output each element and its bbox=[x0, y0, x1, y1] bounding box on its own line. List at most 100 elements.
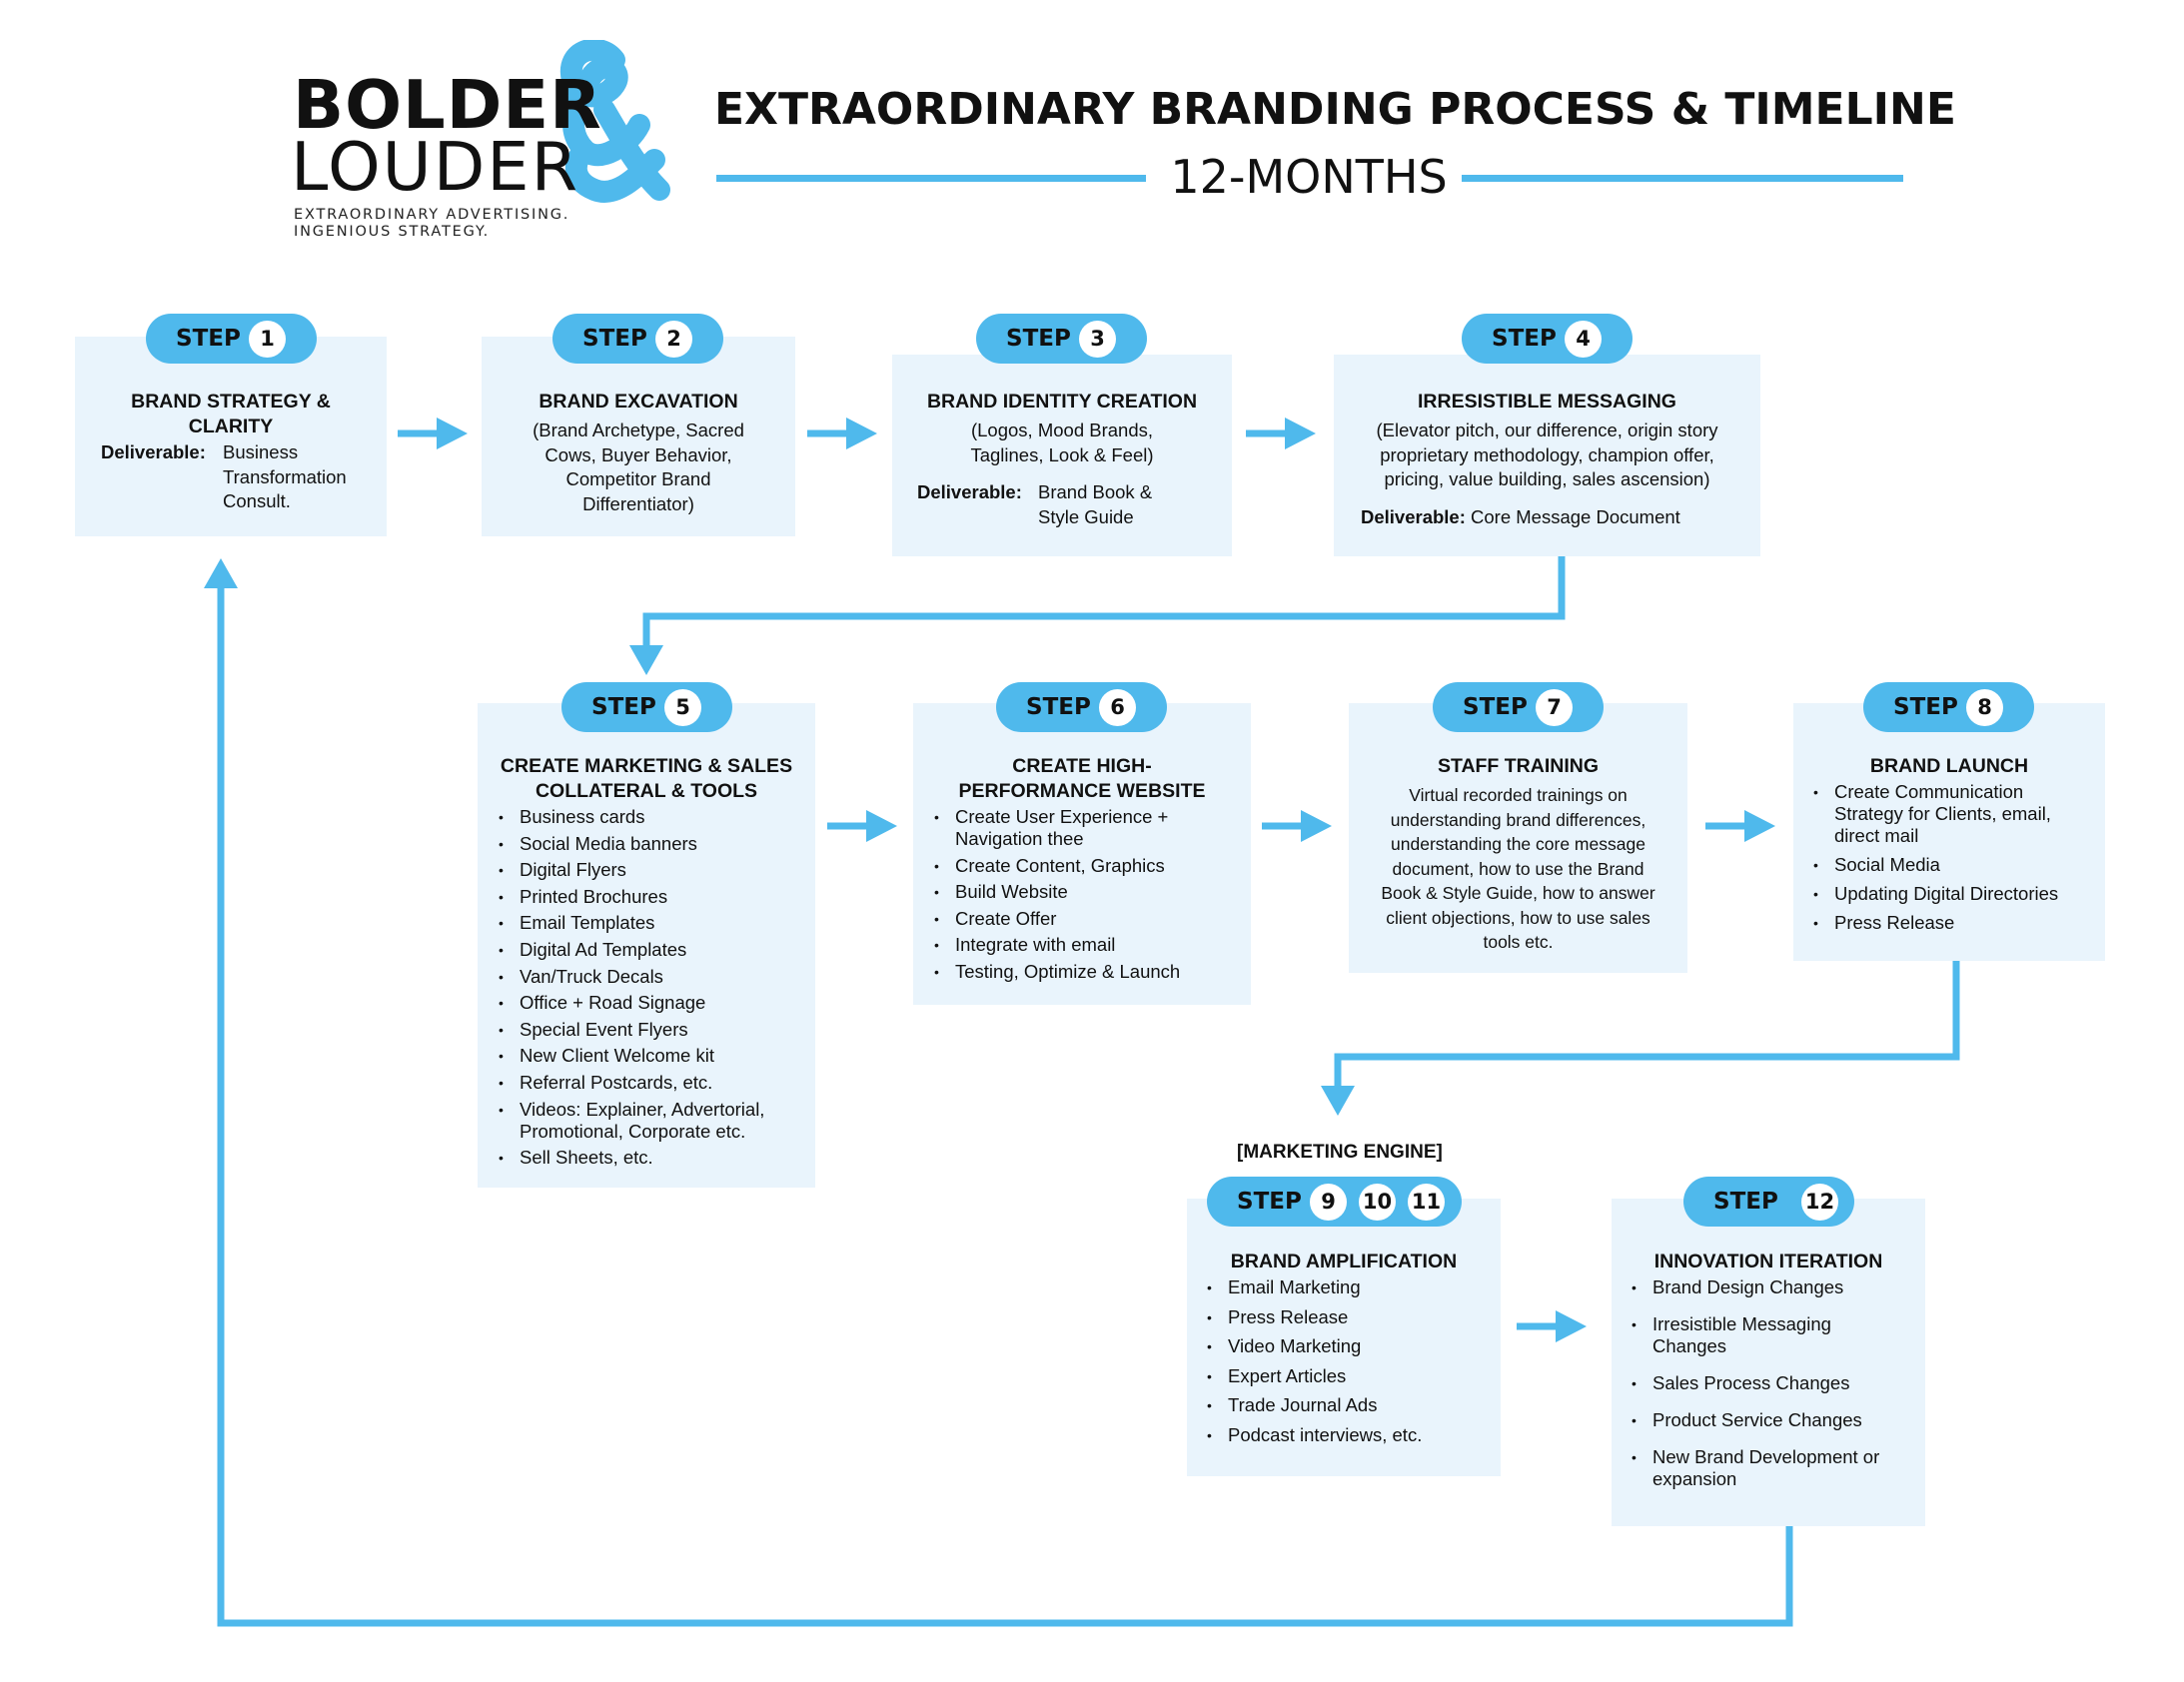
title-rule-left bbox=[716, 175, 1146, 182]
step-label: STEP bbox=[1713, 1189, 1778, 1215]
arrow-3-4 bbox=[1246, 418, 1316, 449]
list-item: Email Marketing bbox=[1203, 1276, 1501, 1298]
arrow-7-8 bbox=[1705, 810, 1775, 842]
list-item: Integrate with email bbox=[930, 934, 1211, 956]
list-item: Brand Design Changes bbox=[1628, 1276, 1895, 1298]
deliverable-label: Deliverable: bbox=[917, 481, 1022, 502]
step-1-card: BRAND STRATEGY & CLARITY Deliverable: Bu… bbox=[75, 337, 387, 536]
step-8-title: BRAND LAUNCH bbox=[1869, 755, 2029, 777]
logo-wordmark-bottom: LOUDER bbox=[291, 128, 580, 206]
step-label: STEP bbox=[582, 326, 647, 352]
step-1-title: BRAND STRATEGY & CLARITY bbox=[131, 391, 331, 437]
step-4-title: IRRESISTIBLE MESSAGING bbox=[1418, 391, 1676, 413]
step-6-card: CREATE HIGH-PERFORMANCE WEBSITE Create U… bbox=[913, 703, 1251, 1005]
deliverable-label: Deliverable: bbox=[101, 441, 206, 462]
arrow-5-6 bbox=[827, 810, 897, 842]
logo-tagline-line2: INGENIOUS STRATEGY. bbox=[294, 224, 491, 240]
step-7-badge: STEP 7 bbox=[1433, 682, 1604, 732]
step-label: STEP bbox=[1893, 694, 1958, 720]
list-item: Create User Experience + Navigation thee bbox=[930, 806, 1211, 850]
marketing-engine-label: [MARKETING ENGINE] bbox=[1237, 1142, 1443, 1163]
step-7-card: STAFF TRAINING Virtual recorded training… bbox=[1349, 703, 1687, 973]
step-3-text: (Logos, Mood Brands, Taglines, Look & Fe… bbox=[970, 420, 1154, 465]
step-7-text: Virtual recorded trainings on understand… bbox=[1381, 785, 1655, 952]
step-2-text: (Brand Archetype, Sacred Cows, Buyer Beh… bbox=[533, 420, 744, 514]
list-item: Create Offer bbox=[930, 908, 1211, 930]
step-12-badge: STEP 12 bbox=[1683, 1177, 1854, 1227]
list-item: Digital Flyers bbox=[495, 859, 815, 881]
step-label: STEP bbox=[1463, 694, 1528, 720]
step-4-deliverable-value: Core Message Document bbox=[1471, 505, 1680, 527]
loop-back-connector bbox=[204, 558, 1793, 1627]
step-label: STEP bbox=[176, 326, 241, 352]
step-4-badge: STEP 4 bbox=[1462, 314, 1633, 364]
step-9-11-card: BRAND AMPLIFICATION Email Marketing Pres… bbox=[1187, 1199, 1501, 1476]
step-9-11-title: BRAND AMPLIFICATION bbox=[1230, 1251, 1458, 1272]
connector-8-9 bbox=[1321, 961, 1960, 1116]
step-8-badge: STEP 8 bbox=[1863, 682, 2034, 732]
step-label: STEP bbox=[1006, 326, 1071, 352]
step-number: 4 bbox=[1565, 321, 1602, 358]
step-5-list: Business cards Social Media banners Digi… bbox=[478, 806, 815, 1169]
step-2-badge: STEP 2 bbox=[552, 314, 723, 364]
list-item: Van/Truck Decals bbox=[495, 966, 815, 988]
arrow-2-3 bbox=[807, 418, 877, 449]
step-number: 10 bbox=[1359, 1184, 1396, 1221]
step-8-card: BRAND LAUNCH Create Communication Strate… bbox=[1793, 703, 2105, 961]
list-item: Product Service Changes bbox=[1628, 1409, 1895, 1431]
step-4-card: IRRESISTIBLE MESSAGING (Elevator pitch, … bbox=[1334, 355, 1760, 556]
page-title: EXTRAORDINARY BRANDING PROCESS & TIMELIN… bbox=[714, 84, 1956, 135]
list-item: Special Event Flyers bbox=[495, 1019, 815, 1041]
list-item: Build Website bbox=[930, 881, 1211, 903]
list-item: New Client Welcome kit bbox=[495, 1045, 815, 1067]
step-9-11-badge: STEP 9 10 11 bbox=[1207, 1177, 1462, 1227]
step-5-card: CREATE MARKETING & SALES COLLATERAL & TO… bbox=[478, 703, 815, 1188]
list-item: Podcast interviews, etc. bbox=[1203, 1424, 1501, 1446]
step-number: 11 bbox=[1408, 1184, 1445, 1221]
step-number: 12 bbox=[1801, 1184, 1838, 1221]
step-2-card: BRAND EXCAVATION (Brand Archetype, Sacre… bbox=[482, 337, 795, 536]
list-item: Testing, Optimize & Launch bbox=[930, 961, 1211, 983]
step-3-deliverable-value: Brand Book & Style Guide bbox=[1038, 481, 1153, 527]
step-number: 8 bbox=[1966, 689, 2003, 726]
list-item: Expert Articles bbox=[1203, 1365, 1501, 1387]
step-3-card: BRAND IDENTITY CREATION (Logos, Mood Bra… bbox=[892, 355, 1232, 556]
list-item: Press Release bbox=[1203, 1306, 1501, 1328]
step-7-title: STAFF TRAINING bbox=[1437, 755, 1600, 777]
arrow-11-12 bbox=[1517, 1310, 1587, 1342]
step-1-deliverable-value: Business Transformation Consult. bbox=[223, 441, 347, 511]
step-number: 1 bbox=[249, 321, 286, 358]
step-label: STEP bbox=[591, 694, 656, 720]
step-number: 6 bbox=[1099, 689, 1136, 726]
logo-tagline: EXTRAORDINARY ADVERTISING. INGENIOUS STR… bbox=[294, 207, 569, 241]
list-item: Trade Journal Ads bbox=[1203, 1394, 1501, 1416]
list-item: Video Marketing bbox=[1203, 1335, 1501, 1357]
list-item: Digital Ad Templates bbox=[495, 939, 815, 961]
step-6-title: CREATE HIGH-PERFORMANCE WEBSITE bbox=[958, 755, 1206, 802]
list-item: Irresistible Messaging Changes bbox=[1628, 1313, 1895, 1357]
arrow-1-2 bbox=[398, 418, 468, 449]
list-item: Referral Postcards, etc. bbox=[495, 1072, 815, 1094]
step-9-11-list: Email Marketing Press Release Video Mark… bbox=[1187, 1276, 1501, 1446]
step-label: STEP bbox=[1026, 694, 1091, 720]
list-item: Sell Sheets, etc. bbox=[495, 1147, 815, 1169]
step-1-deliverable: Deliverable: Business Transformation Con… bbox=[75, 440, 387, 511]
list-item: Create Communication Strategy for Client… bbox=[1809, 781, 2091, 847]
step-12-title: INNOVATION ITERATION bbox=[1653, 1251, 1883, 1272]
page-subtitle: 12-MONTHS bbox=[1170, 150, 1448, 204]
list-item: Business cards bbox=[495, 806, 815, 828]
logo-wordmark-top: BOLDER bbox=[293, 66, 602, 144]
logo-tagline-line1: EXTRAORDINARY ADVERTISING. bbox=[294, 207, 570, 223]
deliverable-label: Deliverable: bbox=[1361, 505, 1466, 527]
list-item: Email Templates bbox=[495, 912, 815, 934]
list-item: Create Content, Graphics bbox=[930, 855, 1211, 877]
step-number: 2 bbox=[655, 321, 692, 358]
list-item: Office + Road Signage bbox=[495, 992, 815, 1014]
step-12-card: INNOVATION ITERATION Brand Design Change… bbox=[1612, 1199, 1925, 1526]
step-8-list: Create Communication Strategy for Client… bbox=[1793, 781, 2105, 934]
list-item: Printed Brochures bbox=[495, 886, 815, 908]
ampersand-logo-icon bbox=[559, 40, 670, 203]
step-5-badge: STEP 5 bbox=[561, 682, 732, 732]
step-6-badge: STEP 6 bbox=[996, 682, 1167, 732]
step-3-deliverable: Deliverable: Brand Book & Style Guide bbox=[892, 480, 1232, 527]
